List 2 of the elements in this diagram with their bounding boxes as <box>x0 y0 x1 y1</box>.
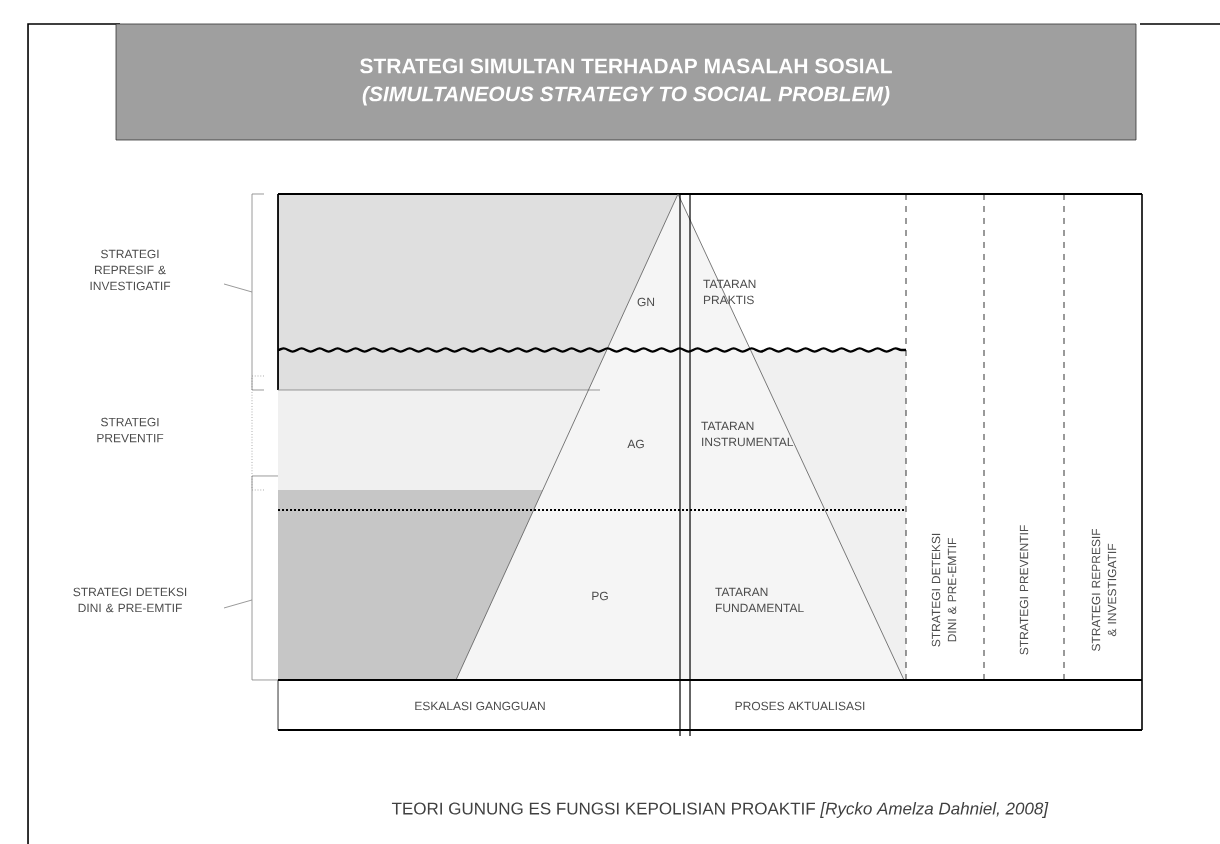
title-banner: STRATEGI SIMULTAN TERHADAP MASALAH SOSIAL (SIMULTANEOUS STRATEGY TO SOCIAL PROBLEM) <box>115 23 1137 141</box>
caption: TEORI GUNUNG ES FUNGSI KEPOLISIAN PROAKTIF [Rycko Amelza Dahniel, 2008] <box>391 802 1049 818</box>
